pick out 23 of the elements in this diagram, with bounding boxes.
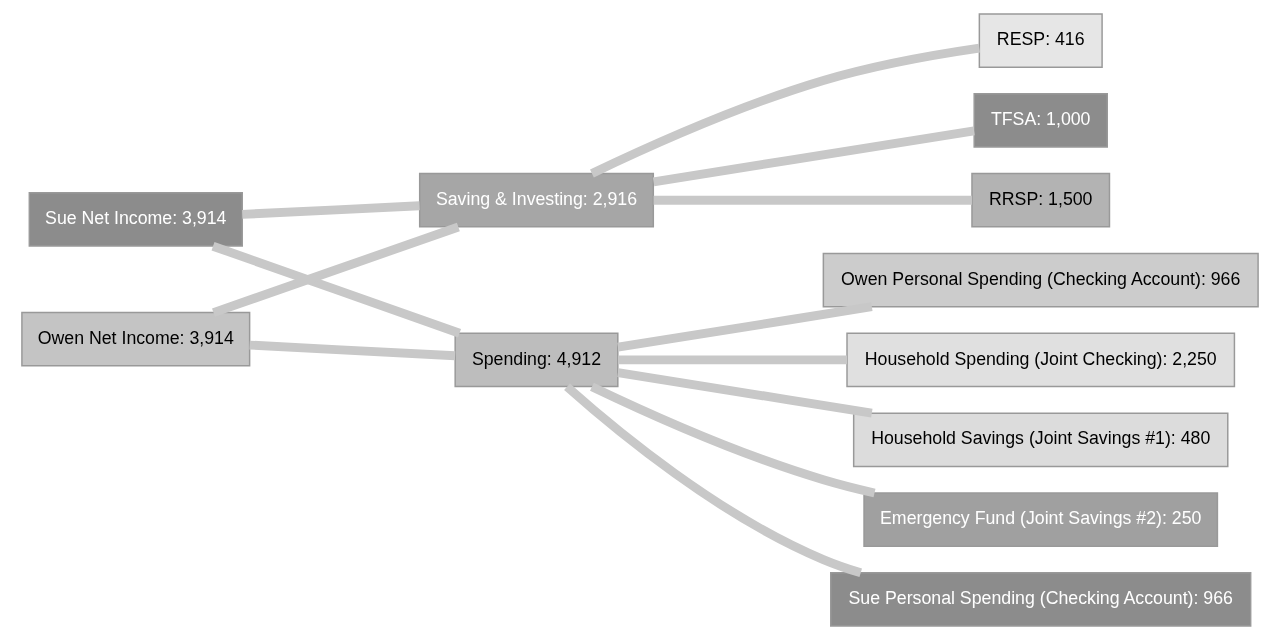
- node-box: Spending: 4,912: [454, 332, 619, 388]
- node-box: RRSP: 1,500: [971, 172, 1111, 228]
- node-box: Household Savings (Joint Savings #1): 480: [852, 412, 1229, 468]
- connector: [211, 242, 461, 338]
- node-box: Sue Personal Spending (Checking Account): 966: [830, 572, 1252, 627]
- connector: [653, 195, 972, 205]
- connector: [590, 43, 980, 178]
- connector: [590, 382, 876, 498]
- node-box: Owen Personal Spending (Checking Account): 966: [822, 252, 1259, 308]
- connector: [242, 201, 420, 219]
- connector: [564, 383, 862, 577]
- node-box: Saving & Investing: 2,916: [418, 172, 655, 228]
- connector: [249, 340, 456, 361]
- node-box: Sue Net Income: 3,914: [28, 192, 243, 247]
- node-box: Household Spending (Joint Checking): 2,250: [846, 332, 1236, 388]
- node-box: RESP: 416: [978, 13, 1103, 68]
- connector: [652, 126, 975, 187]
- connector: [212, 222, 460, 317]
- node-box: Owen Net Income: 3,914: [21, 311, 251, 367]
- connector: [617, 355, 847, 365]
- node-box: Emergency Fund (Joint Savings #2): 250: [863, 492, 1219, 547]
- connector: [617, 368, 873, 418]
- node-box: TFSA: 1,000: [973, 93, 1108, 148]
